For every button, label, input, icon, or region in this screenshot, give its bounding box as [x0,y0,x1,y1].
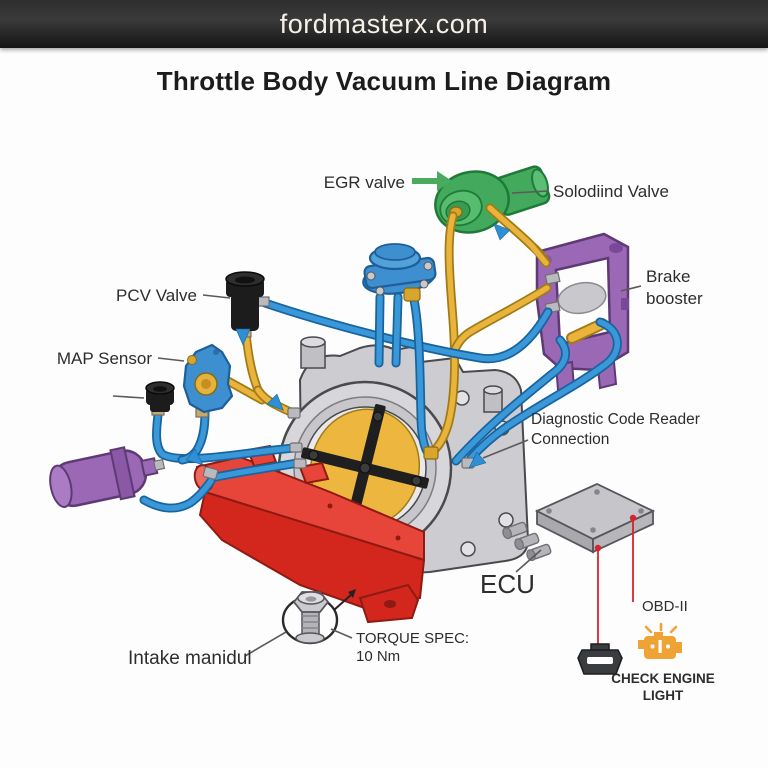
pcv-valve [225,271,270,338]
diagnostic-label-line2: Connection [531,431,609,448]
obd-wires [594,514,637,646]
vacuum-reservoir [49,446,166,508]
diag-arrow-icon [468,451,487,469]
map-sensor [182,343,234,418]
leader-lines [112,190,642,657]
check-engine-label-line2: LIGHT [643,688,684,703]
brake-booster-label-line2: booster [646,289,703,308]
diagnostic-label-line1: Diagnostic Code Reader [531,411,700,428]
egr-arrow-icon [412,171,452,191]
pcv-valve-label: PCV Valve [116,286,197,305]
solenoid-valve-label: Solodiind Valve [553,182,669,201]
torque-spec-label-line1: TORQUE SPEC: [356,630,469,647]
ecu-connectors [502,521,552,562]
brake-booster-label-line1: Brake [646,267,690,286]
brake-booster [535,232,630,392]
site-name: fordmasterx.com [279,8,489,39]
obd-connector-icon [577,643,623,675]
ecu-box [502,483,656,562]
intake-manifold [193,444,426,624]
throttle-body [277,336,530,574]
torque-bolt [281,589,356,645]
page-title: Throttle Body Vacuum Line Diagram [156,66,612,96]
map-sensor-label: MAP Sensor [57,349,152,368]
vacuum-check-valve [145,381,175,416]
obd-label: OBD-II [642,598,688,615]
vacuum-hoses [139,203,622,513]
intake-manifold-label: Intake manidul [128,648,252,669]
idle-air-valve [362,243,437,302]
torque-spec-label-line2: 10 Nm [356,648,400,665]
check-engine-icon [638,622,682,659]
bolt-arrow-icon [348,589,356,598]
flow-arrow-icons [185,223,511,466]
site-header: fordmasterx.com [0,0,768,48]
ecu-label: ECU [480,569,535,599]
check-engine-label-line1: CHECK ENGINE [611,671,715,686]
egr-valve-label: EGR valve [324,173,405,192]
